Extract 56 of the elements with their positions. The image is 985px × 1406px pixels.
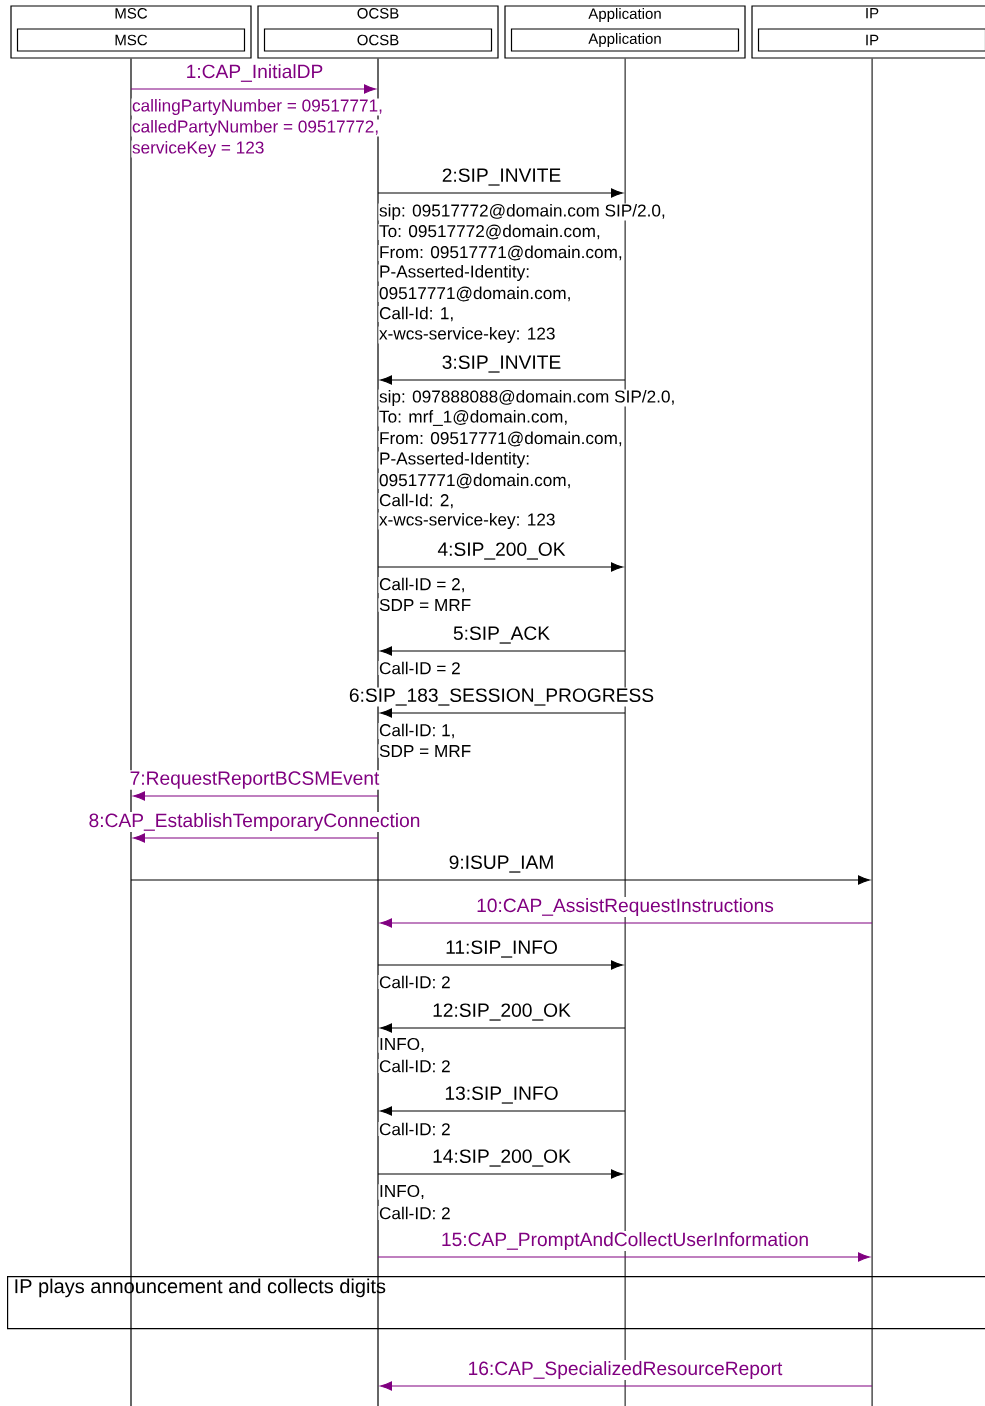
message-arrow <box>380 918 873 928</box>
message-label: 5:SIP_ACK <box>451 625 552 645</box>
message-arrow <box>377 960 623 970</box>
message-label: 13:SIP_INFO <box>443 1085 560 1105</box>
message-parameter: 09517771@domain.com, <box>378 473 573 489</box>
message-arrow <box>377 1252 870 1262</box>
message-label: 12:SIP_200_OK <box>431 1002 572 1022</box>
message-parameter: x-wcs-service-key: 123 <box>378 326 557 344</box>
message-arrow <box>133 833 379 843</box>
message-arrow <box>130 84 377 94</box>
message-arrow <box>380 1106 626 1116</box>
lifeline-name-box: Application <box>510 28 740 52</box>
message-arrow <box>130 875 870 885</box>
message-label: 8:CAP_EstablishTemporaryConnection <box>87 812 422 832</box>
message-parameter: Call-ID = 2 <box>378 661 462 675</box>
lifeline-name-box: MSC <box>16 28 246 52</box>
message-arrow <box>380 646 626 656</box>
message-parameter: 09517771@domain.com, <box>378 286 573 302</box>
message-label: 7:RequestReportBCSMEvent <box>128 770 381 790</box>
message-label: 11:SIP_INFO <box>444 939 559 959</box>
message-parameter: x-wcs-service-key: 123 <box>378 512 557 530</box>
message-arrow <box>380 1023 626 1033</box>
message-label: 4:SIP_200_OK <box>436 541 567 561</box>
lifeline-name-box: IP <box>757 28 985 52</box>
message-parameter: INFO, <box>378 1037 426 1053</box>
lifeline-name-box: OCSB <box>263 28 493 52</box>
message-parameter: To: 09517772@domain.com, <box>378 224 602 240</box>
lifeline <box>130 58 132 1406</box>
message-label: 9:ISUP_IAM <box>447 854 556 874</box>
message-parameter: sip: 097888088@domain.com SIP/2.0, <box>378 389 676 407</box>
message-arrow <box>377 562 623 572</box>
message-parameter: Call-ID: 2 <box>378 975 452 989</box>
message-arrow <box>377 188 623 198</box>
message-arrow <box>377 1169 623 1179</box>
message-arrow <box>380 1381 873 1391</box>
message-label: 6:SIP_183_SESSION_PROGRESS <box>347 687 656 707</box>
message-parameter: calledPartyNumber = 09517772, <box>131 119 380 137</box>
message-label: 1:CAP_InitialDP <box>184 63 325 83</box>
message-parameter: To: mrf_1@domain.com, <box>378 409 569 427</box>
message-parameter: From: 09517771@domain.com, <box>378 245 624 261</box>
message-arrow <box>380 708 626 718</box>
message-parameter: Call-ID: 1, <box>378 723 457 739</box>
message-parameter: INFO, <box>378 1184 426 1200</box>
message-label: 10:CAP_AssistRequestInstructions <box>475 897 775 917</box>
message-label: 3:SIP_INVITE <box>440 354 563 374</box>
message-arrow <box>380 375 626 385</box>
message-label: 15:CAP_PromptAndCollectUserInformation <box>439 1231 811 1251</box>
message-parameter: Call-ID: 2 <box>378 1122 452 1136</box>
message-label: 16:CAP_SpecializedResourceReport <box>466 1360 784 1380</box>
message-label: 14:SIP_200_OK <box>431 1148 572 1168</box>
message-parameter: sip: 09517772@domain.com SIP/2.0, <box>378 203 667 221</box>
message-arrow <box>133 791 379 801</box>
message-parameter: From: 09517771@domain.com, <box>378 431 624 448</box>
message-label: 2:SIP_INVITE <box>440 167 563 187</box>
message-parameter: callingPartyNumber = 09517771, <box>131 98 384 116</box>
message-parameter: Call-ID = 2, <box>378 577 467 593</box>
